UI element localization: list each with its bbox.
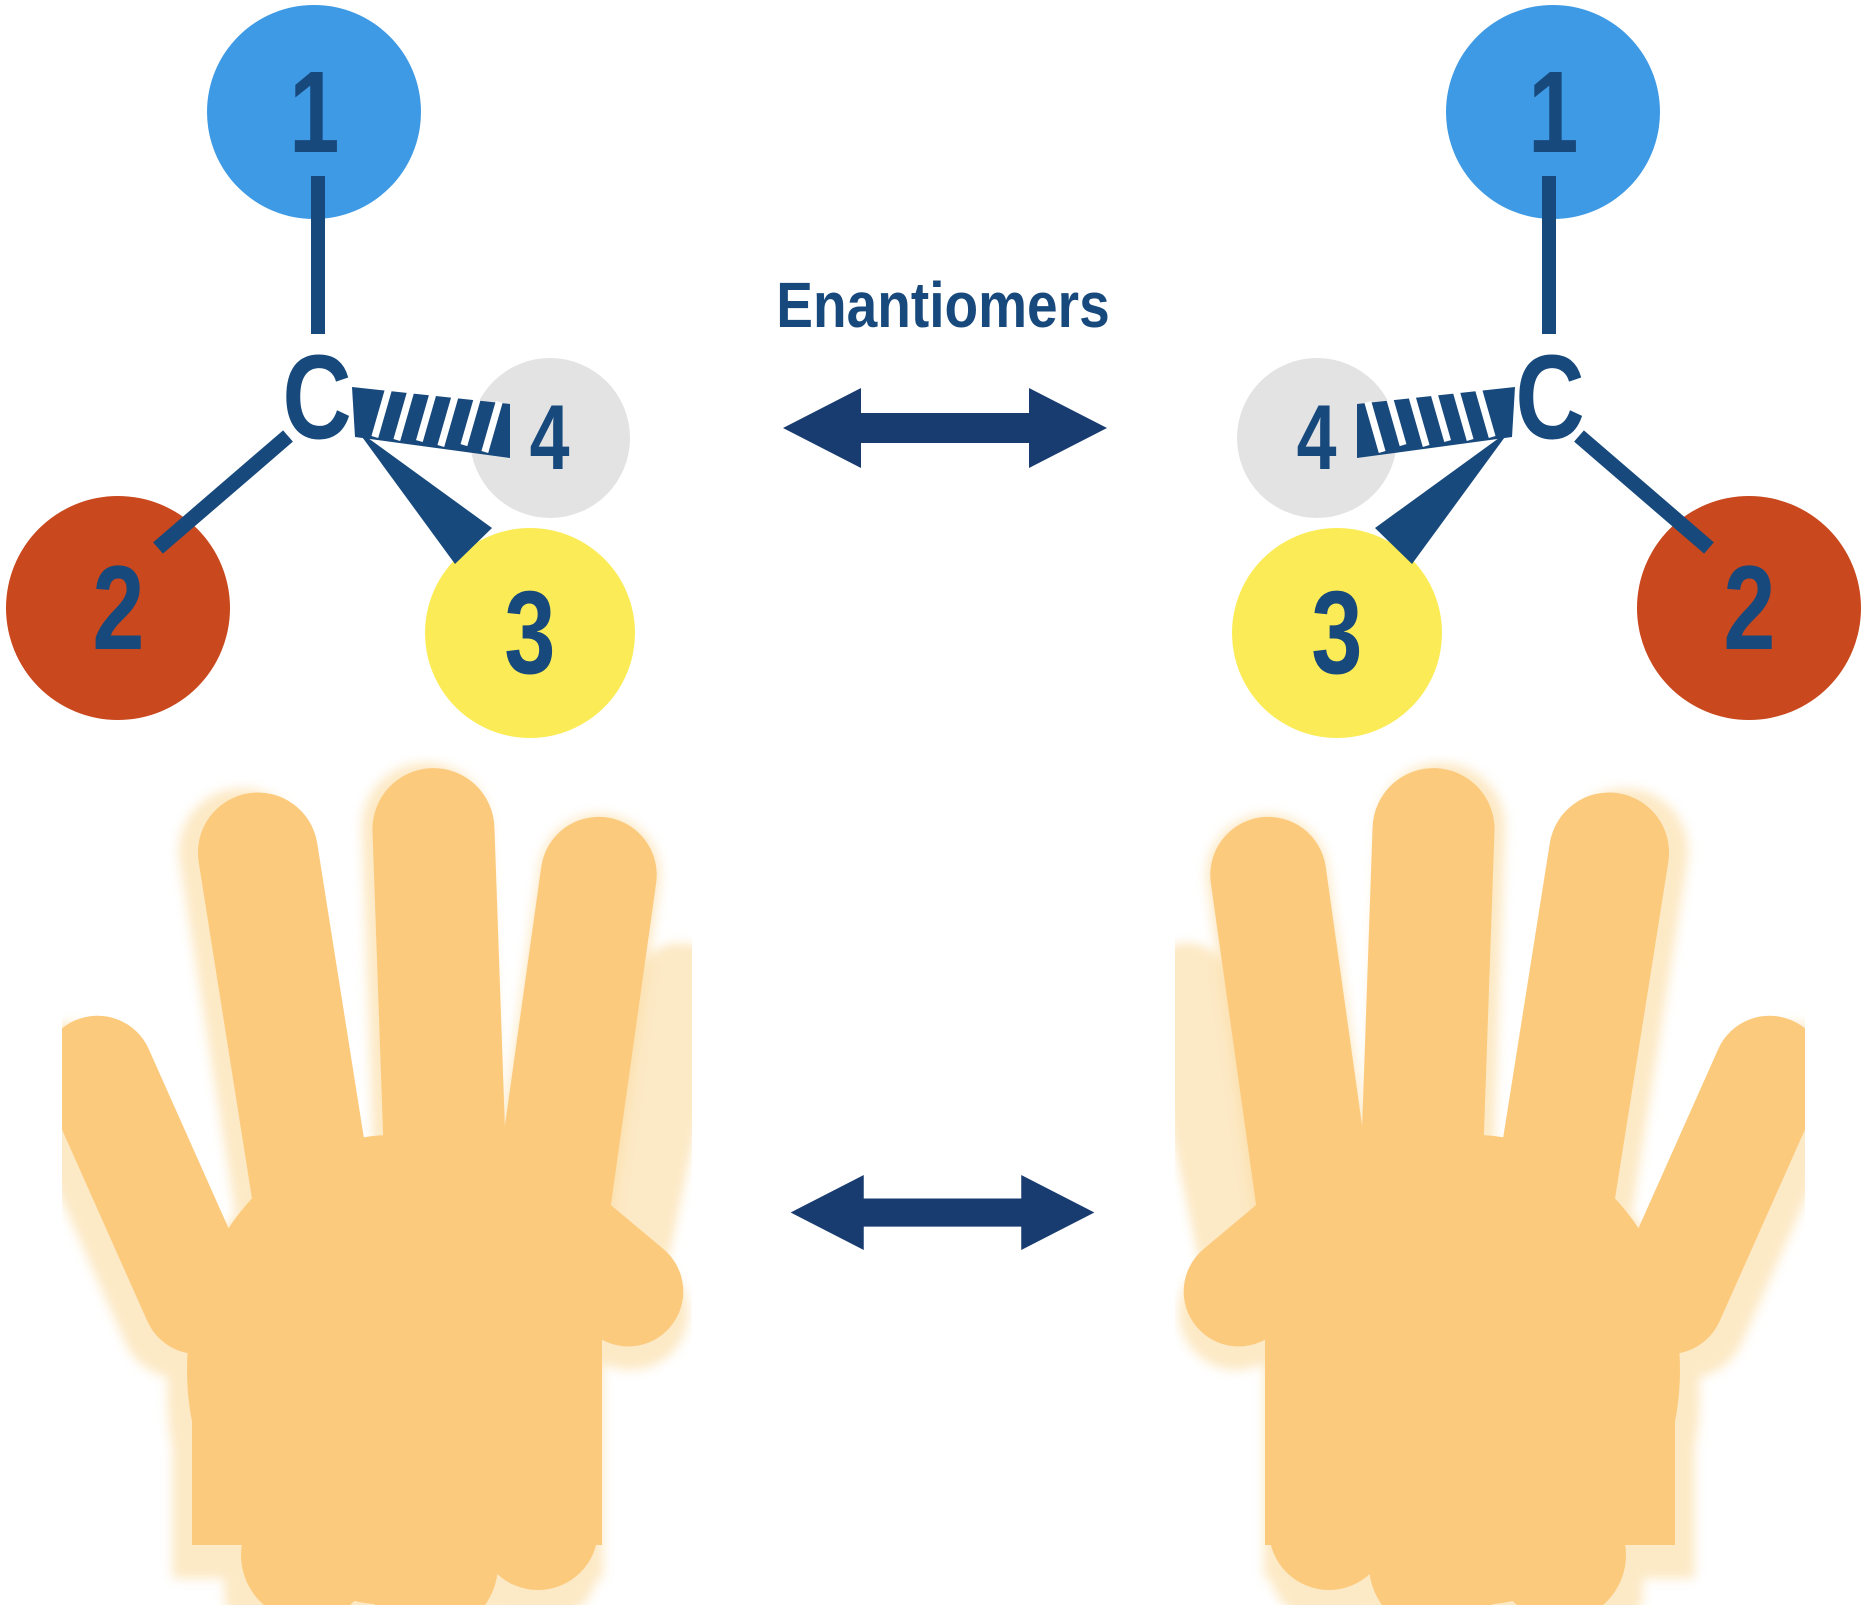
carbon-label: C [282, 330, 352, 465]
left-hand-icon [62, 760, 692, 1605]
substituent-label-4: 4 [1297, 387, 1337, 489]
substituent-circle-3: 3 [1232, 528, 1442, 738]
substituent-circle-3: 3 [425, 528, 635, 738]
carbon-label: C [1515, 330, 1585, 465]
substituent-circle-4: 4 [470, 358, 630, 518]
substituent-circle-2: 2 [6, 496, 230, 720]
page-title-text: Enantiomers [776, 269, 1110, 341]
substituent-circle-2: 2 [1637, 496, 1861, 720]
double-arrow-icon [783, 388, 1107, 468]
substituent-circle-1: 1 [207, 5, 421, 219]
double-arrow-icon [790, 1175, 1095, 1250]
substituent-label-2: 2 [91, 541, 145, 675]
substituent-label-1: 1 [1527, 47, 1579, 177]
ghost-finger [578, 942, 692, 1298]
substituent-label-1: 1 [288, 47, 340, 177]
page-title: Enantiomers [749, 268, 1137, 342]
substituent-label-4: 4 [530, 387, 570, 489]
right-hand [1175, 766, 1805, 1605]
substituent-circle-4: 4 [1237, 358, 1397, 518]
left-hand [62, 766, 692, 1605]
substituent-label-3: 3 [1311, 567, 1363, 699]
right-hand-icon [1175, 760, 1805, 1605]
ghost-finger [1175, 942, 1289, 1298]
substituent-label-2: 2 [1722, 541, 1776, 675]
substituent-circle-1: 1 [1446, 5, 1660, 219]
substituent-label-3: 3 [504, 567, 556, 699]
